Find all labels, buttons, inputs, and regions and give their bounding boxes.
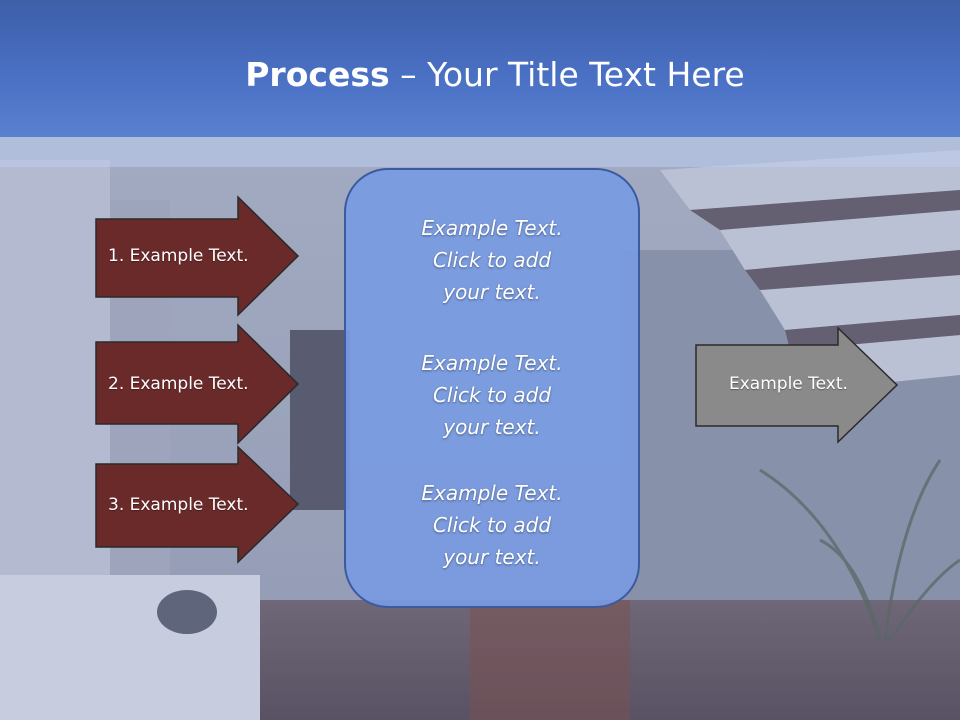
center-paragraph-2: Example Text. Click to add your text. — [344, 347, 640, 443]
center-paragraph-2-line-2: Click to add — [432, 383, 552, 407]
center-paragraph-3: Example Text. Click to add your text. — [344, 477, 640, 573]
slide-title: Process – Your Title Text Here — [0, 50, 960, 100]
center-paragraph-3-line-2: Click to add — [432, 513, 552, 537]
input-arrow-3-label: 3. Example Text. — [108, 495, 249, 515]
input-arrow-2 — [95, 323, 300, 445]
center-paragraph-2-line-1: Example Text. — [421, 351, 563, 375]
center-process-box — [344, 168, 640, 608]
input-arrow-2-label: 2. Example Text. — [108, 374, 249, 394]
output-arrow-shape — [695, 326, 899, 444]
center-paragraph-1: Example Text. Click to add your text. — [344, 212, 640, 308]
center-paragraph-1-line-1: Example Text. — [421, 216, 563, 240]
input-arrow-1-label: 1. Example Text. — [108, 246, 249, 266]
title-bar — [0, 0, 960, 137]
center-paragraph-3-line-3: your text. — [443, 545, 541, 569]
center-paragraph-1-line-2: Click to add — [432, 248, 552, 272]
input-arrow-1 — [95, 195, 300, 317]
center-paragraph-2-line-3: your text. — [443, 415, 541, 439]
input-arrow-1-shape — [95, 195, 300, 317]
center-paragraph-3-line-1: Example Text. — [421, 481, 563, 505]
input-arrow-3 — [95, 445, 300, 564]
output-arrow-label: Example Text. — [729, 374, 848, 394]
title-bold: Process — [245, 55, 390, 94]
output-arrow — [695, 326, 899, 444]
center-paragraph-1-line-3: your text. — [443, 280, 541, 304]
title-rest: – Your Title Text Here — [389, 55, 745, 94]
input-arrow-2-shape — [95, 323, 300, 445]
input-arrow-3-shape — [95, 445, 300, 564]
title-accent-strip — [0, 137, 960, 167]
